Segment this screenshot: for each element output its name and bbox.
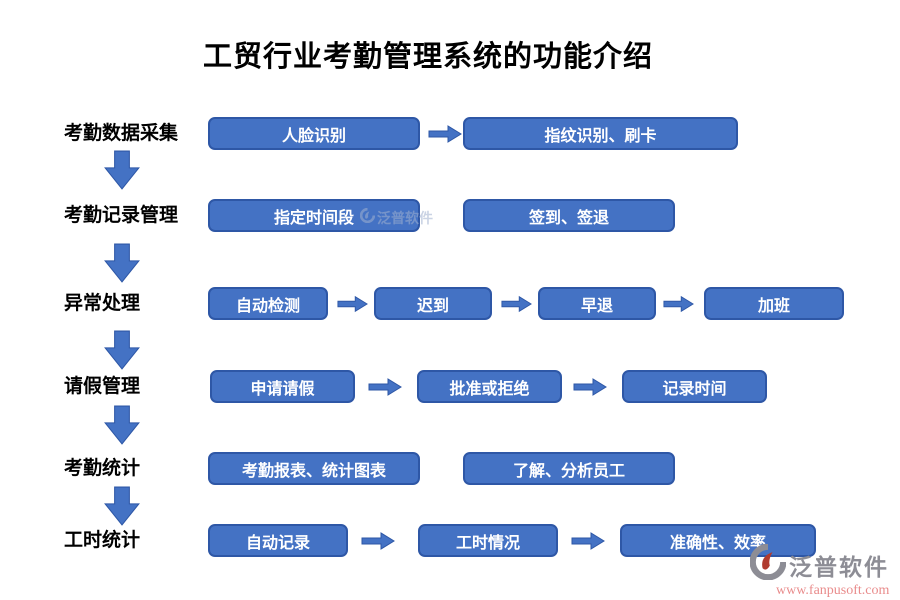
down-arrow-icon <box>104 405 140 445</box>
flow-box: 了解、分析员工 <box>463 452 675 485</box>
flow-box: 工时情况 <box>418 524 558 557</box>
flow-box: 准确性、效率 <box>620 524 816 557</box>
row-label: 工时统计 <box>64 530 141 551</box>
row-label: 考勤统计 <box>64 458 141 479</box>
flow-box: 迟到 <box>374 287 492 320</box>
flow-box: 批准或拒绝 <box>417 370 562 403</box>
row-label: 考勤记录管理 <box>64 205 179 226</box>
down-arrow-icon <box>104 330 140 370</box>
row-label: 考勤数据采集 <box>64 123 179 144</box>
logo-website: www.fanpusoft.com <box>776 583 890 598</box>
right-arrow-icon <box>337 294 368 314</box>
flow-box: 考勤报表、统计图表 <box>208 452 420 485</box>
right-arrow-icon <box>571 377 609 397</box>
right-arrow-icon <box>663 294 694 314</box>
flow-box: 自动记录 <box>208 524 348 557</box>
down-arrow-icon <box>104 486 140 526</box>
logo-name: 泛普软件 <box>789 553 889 580</box>
flow-box: 加班 <box>704 287 844 320</box>
flow-box: 指定时间段 <box>208 199 420 232</box>
down-arrow-icon <box>104 150 140 190</box>
flow-box: 记录时间 <box>622 370 767 403</box>
right-arrow-icon <box>569 531 607 551</box>
row-label: 异常处理 <box>64 293 141 314</box>
page-title: 工贸行业考勤管理系统的功能介绍 <box>202 41 653 73</box>
right-arrow-icon <box>501 294 532 314</box>
logo-icon <box>749 543 787 585</box>
flow-box: 指纹识别、刷卡 <box>463 117 738 150</box>
down-arrow-icon <box>104 243 140 283</box>
flow-box: 申请请假 <box>210 370 355 403</box>
flow-box: 人脸识别 <box>208 117 420 150</box>
right-arrow-icon <box>359 531 397 551</box>
logo: 泛普软件 www.fanpusoft.com <box>749 543 900 599</box>
right-arrow-icon <box>428 124 462 144</box>
flow-box: 签到、签退 <box>463 199 675 232</box>
flow-box: 自动检测 <box>208 287 328 320</box>
flow-box: 早退 <box>538 287 656 320</box>
right-arrow-icon <box>366 377 404 397</box>
row-label: 请假管理 <box>64 376 141 397</box>
